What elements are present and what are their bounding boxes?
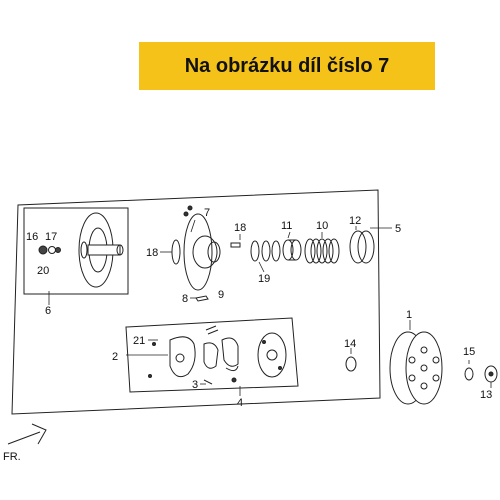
label-part-19: 19 [258, 273, 270, 285]
label-part-6: 6 [45, 305, 51, 317]
label-part-4: 4 [237, 397, 243, 409]
nut-part-13 [484, 365, 498, 383]
label-part-16: 16 [26, 231, 38, 243]
label-part-21: 21 [133, 335, 145, 347]
label-part-13: 13 [480, 389, 492, 401]
pin-part-18 [230, 242, 241, 248]
label-part-15: 15 [463, 346, 475, 358]
clutch-parts [148, 325, 287, 385]
label-part-14: 14 [344, 338, 356, 350]
label-part-12: 12 [349, 215, 361, 227]
label-part-17: 17 [45, 231, 57, 243]
label-part-3: 3 [192, 379, 198, 391]
part-labels: 1 2 3 4 5 6 7 8 9 10 11 12 13 14 15 16 1… [3, 207, 492, 463]
direction-label: FR. [3, 451, 21, 463]
label-part-20: 20 [37, 265, 49, 277]
clutch-bell-part-1 [389, 331, 443, 405]
nut-part-14 [345, 356, 357, 372]
label-part-11: 11 [281, 220, 292, 232]
movable-drive-face-part-7 [171, 205, 221, 291]
drive-face-part [38, 212, 124, 288]
subassembly-box-6 [23, 207, 129, 295]
label-part-18a: 18 [146, 247, 158, 259]
label-part-1: 1 [406, 309, 412, 321]
label-part-2: 2 [112, 351, 118, 363]
assembly-frame [11, 189, 381, 415]
subassembly-box-2 [125, 317, 299, 393]
spring-part-10 [304, 238, 340, 264]
pin-part-8-9 [195, 295, 209, 302]
label-part-8: 8 [182, 293, 188, 305]
label-part-18b: 18 [234, 222, 246, 234]
collar-part-11 [282, 239, 302, 261]
label-part-7: 7 [204, 207, 210, 219]
cup-part-12 [349, 230, 375, 264]
title-banner: Na obrázku díl číslo 7 [139, 42, 435, 90]
label-part-9: 9 [218, 289, 224, 301]
label-part-10: 10 [316, 220, 328, 232]
label-part-5: 5 [395, 223, 401, 235]
leader-lines [48, 219, 492, 396]
o-rings-part-19 [250, 240, 281, 262]
direction-arrow [7, 423, 47, 445]
banner-text: Na obrázku díl číslo 7 [184, 54, 390, 77]
washer-part-15 [464, 367, 474, 381]
